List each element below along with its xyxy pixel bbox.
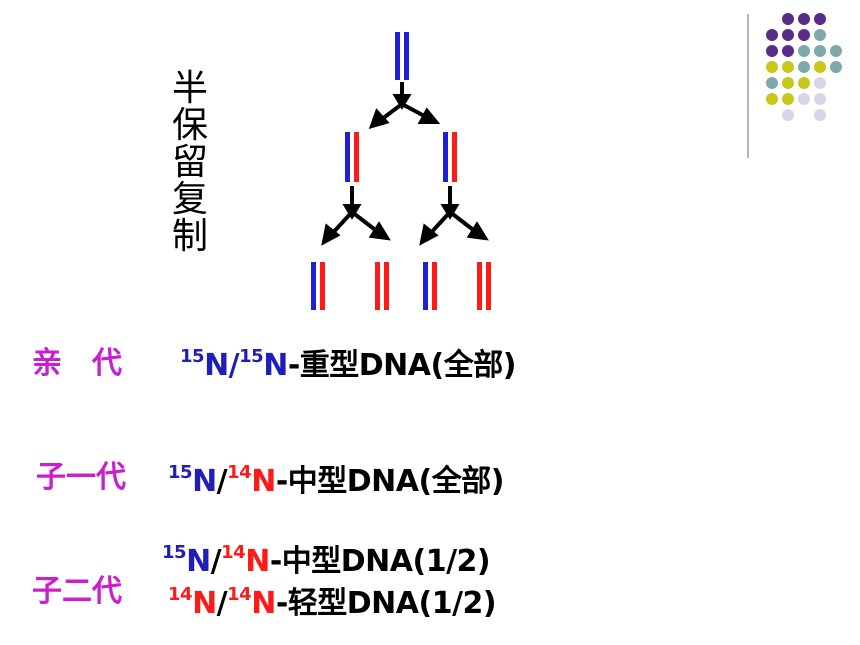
isotope-mass: 14 [227,584,252,605]
generation-label-parent: 亲 代 [32,346,122,381]
isotope-mass: 15 [162,542,187,563]
decorative-dot [814,29,826,41]
element-symbol: N [251,586,276,621]
decorative-dot [766,77,778,89]
dna-strand-red [486,262,491,310]
decorative-dot [798,29,810,41]
decorative-dot [814,77,826,89]
decorative-dot [814,45,826,57]
dna-strand-blue [423,262,428,310]
decorative-dot [782,45,794,57]
dna-type-description: -重型DNA(全部) [287,348,517,383]
decorative-dot [782,109,794,121]
element-symbol: N [186,544,211,579]
dna-strand-red [384,262,389,310]
decorative-dot [814,93,826,105]
arrowhead-left [419,223,439,246]
dna-strand-blue [345,132,350,182]
isotope-mass: 14 [221,542,246,563]
isotope-mass: 15 [239,346,264,367]
arrowhead-stem [392,94,412,110]
arrow-right [350,210,380,234]
formula-f2-hybrid: 15N/14N-中型DNA(1/2) [162,542,491,579]
dna-type-description: -中型DNA(1/2) [269,544,491,579]
arrowhead-right [417,107,441,124]
arrow-right [448,210,478,234]
decorative-dot [798,93,810,105]
element-symbol: N [263,348,288,383]
arrowhead-stem [440,204,460,220]
decorative-dot [782,77,794,89]
decorative-dot [830,45,842,57]
isotope-mass: 14 [227,462,252,483]
dna-strand-blue [404,32,409,80]
element-symbol: N [251,464,276,499]
dna-strand-red [375,262,380,310]
dna-strand-red [452,132,457,182]
element-symbol: N [204,348,229,383]
decorative-dot [766,93,778,105]
dna-strand-red [477,262,482,310]
decorative-dot [830,61,842,73]
isotope-mass: 14 [168,584,193,605]
formula-f1: 15N/14N-中型DNA(全部) [168,462,505,499]
decorative-dot [782,13,794,25]
dna-strand-red [320,262,325,310]
dna-type-description: -中型DNA(全部) [275,464,505,499]
dna-strand-blue [443,132,448,182]
decorative-dot [798,45,810,57]
decorative-dot [798,13,810,25]
generation-label-f2: 子二代 [32,574,122,609]
arrowhead-left [321,223,341,246]
decorative-dot [814,109,826,121]
decorative-dot [814,13,826,25]
decorative-dot [766,45,778,57]
element-symbol: N [192,464,217,499]
decorative-dot [798,61,810,73]
decorative-dot [814,61,826,73]
diagram-title: 半保留复制 [171,68,208,257]
decorative-dot [798,77,810,89]
dna-strand-blue [395,32,400,80]
element-symbol: N [192,586,217,621]
formula-f2-light: 14N/14N-轻型DNA(1/2) [168,584,497,621]
dna-strand-red [432,262,437,310]
dna-strand-red [354,132,359,182]
decorative-dot [782,93,794,105]
isotope-mass: 15 [168,462,193,483]
dna-type-description: -轻型DNA(1/2) [275,586,497,621]
decorative-dot [782,29,794,41]
arrowhead-right [368,221,391,241]
arrowhead-left [368,108,390,129]
generation-label-f1: 子一代 [36,460,126,495]
dna-strand-blue [311,262,316,310]
formula-parent: 15N/15N-重型DNA(全部) [180,346,517,383]
element-symbol: N [245,544,270,579]
decorative-dot [766,29,778,41]
arrowhead-stem [342,204,362,220]
decorative-dot [782,61,794,73]
decorative-dot [766,61,778,73]
arrowhead-right [466,221,489,241]
isotope-mass: 15 [180,346,205,367]
